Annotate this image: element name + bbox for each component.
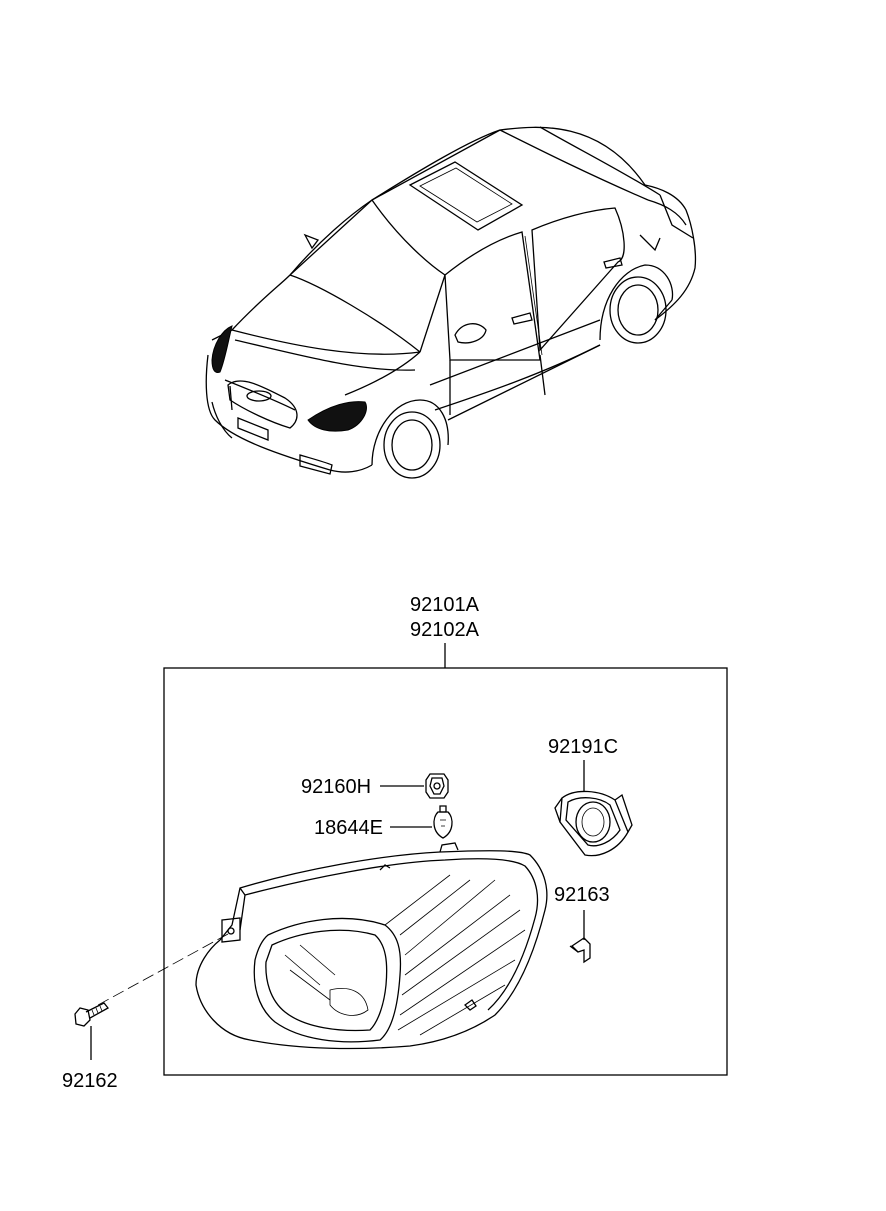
parts-box [163,667,728,1076]
label-92162: 92162 [62,1070,118,1092]
label-92102a: 92102A [410,619,480,641]
screw-icon [74,1002,109,1027]
label-92160h: 92160H [301,776,371,798]
cap-icon [554,790,633,857]
headlamp-right-highlight [307,401,367,432]
headlamp-left-highlight [211,325,233,373]
car-illustration [205,126,697,479]
headlamp-assembly [195,842,548,1050]
bulb-socket-icon [425,773,449,799]
label-92101a: 92101A [410,594,480,616]
bulb-icon [433,805,453,839]
clip-icon [569,937,591,964]
screw-dash-line [97,933,229,1006]
label-92163: 92163 [554,884,610,906]
label-92191c: 92191C [548,736,618,758]
label-18644e: 18644E [314,817,383,839]
